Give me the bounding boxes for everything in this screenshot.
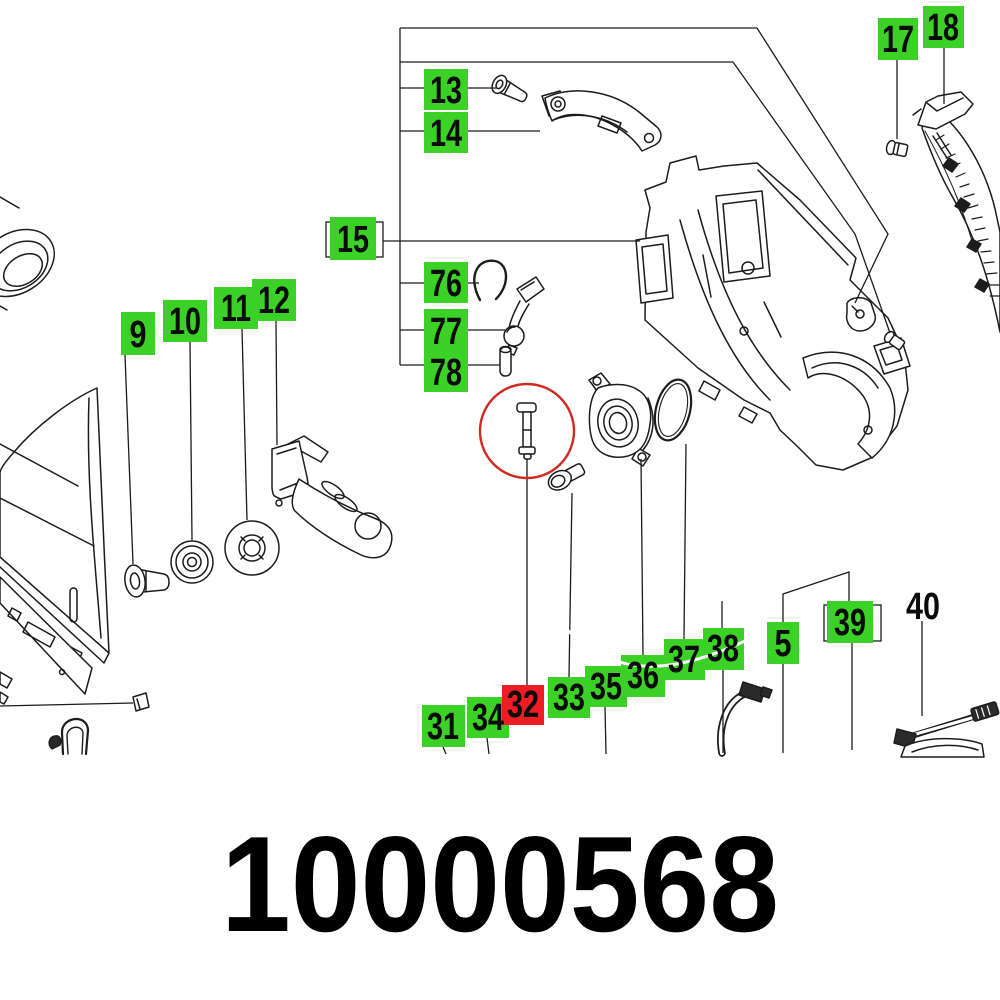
housing-part [635, 155, 911, 471]
callout-9-label: 9 [130, 314, 147, 356]
callout-18-box[interactable] [923, 6, 964, 48]
leader-5-39-bracket [782, 571, 853, 753]
callout-34-label: 34 [472, 697, 504, 739]
leader-9 [124, 354, 134, 565]
wire-clip-part [473, 259, 508, 302]
callout-12-label: 12 [258, 280, 290, 322]
callout-36-label: 36 [627, 655, 659, 697]
o-ring-part [653, 378, 693, 442]
dust-port-part [0, 196, 55, 311]
clip-part [845, 297, 877, 332]
leader-diagonal-a [756, 27, 889, 304]
angle-scale-part [912, 91, 1000, 333]
callout-32-label: 32 [507, 684, 539, 726]
callout-38-label: 38 [707, 628, 739, 670]
callout-9-box[interactable] [121, 312, 155, 355]
leader-34 [486, 737, 490, 755]
callout-77-box[interactable] [424, 309, 468, 351]
callout-39-label: 39 [834, 602, 866, 644]
callout-76-label: 76 [430, 263, 462, 305]
leader-diagonal-b [732, 61, 891, 334]
callout-boxes [121, 6, 964, 747]
callout-12-box[interactable] [252, 279, 296, 321]
leader-33 [568, 492, 573, 678]
callout-76-box[interactable] [424, 262, 468, 303]
pin-78-part [499, 345, 512, 377]
washer-part [170, 540, 214, 584]
leader-10 [189, 341, 193, 541]
callout-5-label: 5 [775, 623, 792, 665]
callout-37-label: 37 [668, 639, 700, 681]
plug-cable-part [893, 701, 1000, 758]
callout-78-box[interactable] [424, 351, 468, 392]
callout-35-box[interactable] [585, 666, 627, 707]
highlighted-pin-part [516, 402, 537, 460]
clamp-segment-part [541, 90, 662, 152]
edge-fragment [0, 671, 13, 705]
screw-13-part [491, 74, 528, 103]
small-screw-part [883, 330, 906, 351]
callout-11-label: 11 [221, 288, 251, 330]
callout-31-label: 31 [427, 706, 459, 748]
callout-36-box[interactable] [621, 655, 665, 697]
callout-35-label: 35 [590, 666, 622, 708]
callout-33-box[interactable] [548, 677, 590, 718]
callout-14-box[interactable] [424, 112, 468, 153]
spring-clip-part [48, 718, 90, 756]
leader-lines [0, 27, 945, 755]
leader-12 [275, 320, 278, 446]
callout-78-label: 78 [430, 352, 462, 394]
highlight-circle [478, 382, 576, 480]
leader-left-edge [0, 702, 134, 707]
callout-15-box[interactable] [330, 217, 376, 260]
leader-37 [683, 443, 687, 640]
leader-31 [442, 746, 447, 755]
callout-13-box[interactable] [424, 69, 468, 110]
leader-35 [604, 706, 607, 755]
callout-10-label: 10 [169, 301, 201, 343]
countersunk-screw-part [124, 564, 170, 598]
callout-33-label: 33 [553, 677, 585, 719]
callout-11-box[interactable] [214, 287, 258, 329]
callout-15-label: 15 [337, 219, 369, 261]
flange-screw-part [547, 463, 586, 491]
leader-frame [399, 27, 757, 365]
leader-38 [721, 601, 724, 753]
callout-77-label: 77 [430, 311, 462, 353]
callout-17-label: 17 [882, 19, 914, 61]
bearing-flange-part [588, 372, 654, 467]
ball-lever-part [503, 276, 545, 356]
callout-numbers: 13 14 15 76 77 78 9 10 11 12 17 18 31 34… [130, 7, 960, 748]
cable-overlay-line [554, 617, 746, 668]
callout-40-label[interactable]: 40 [906, 586, 940, 628]
callout-5-box[interactable] [767, 622, 799, 664]
part-number: 10000568 [221, 808, 779, 960]
callout-18-label: 18 [927, 7, 959, 49]
callout-32-box[interactable] [502, 685, 544, 725]
lever-assembly-part [271, 435, 393, 559]
cable-part [716, 681, 773, 757]
callout-14-label: 14 [430, 113, 462, 155]
guard-cover-part [0, 387, 110, 695]
callout-17-box[interactable] [878, 18, 918, 60]
callout-13-label: 13 [430, 70, 462, 112]
callout-39-box[interactable] [827, 601, 873, 643]
screw-17-part [885, 139, 909, 158]
leader-11 [241, 328, 248, 521]
callout-31-box[interactable] [422, 705, 465, 747]
tiny-pin-part [132, 692, 150, 712]
callout-10-box[interactable] [163, 300, 207, 342]
leader-36 [640, 458, 644, 656]
clamping-washer-part [224, 520, 280, 576]
